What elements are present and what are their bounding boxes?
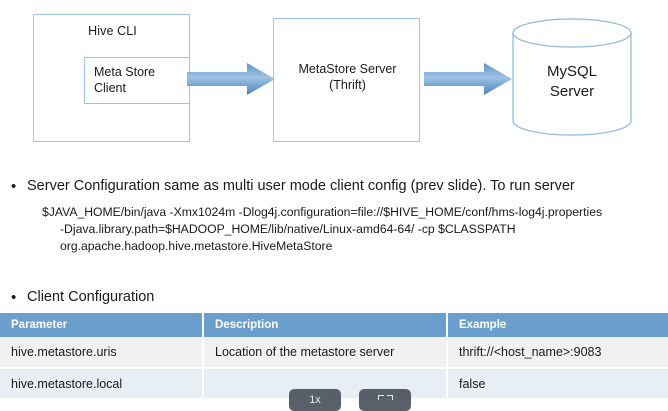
bullet-glyph-icon: • — [11, 178, 17, 195]
meta-store-client-box: Meta Store Client — [84, 57, 190, 104]
playback-speed-label: 1x — [309, 394, 321, 406]
code-line-1: $JAVA_HOME/bin/java -Xmx1024m -Dlog4j.co… — [42, 205, 603, 219]
arrow-right-icon-2 — [424, 63, 512, 95]
playback-speed-button[interactable]: 1x — [289, 389, 341, 411]
cell-description: Location of the metastore server — [203, 337, 448, 369]
column-header-description: Description — [203, 313, 448, 337]
mysql-database-cylinder-icon — [512, 18, 632, 136]
metastore-server-label: MetaStore Server (Thrift) — [274, 61, 421, 93]
column-header-parameter: Parameter — [0, 313, 204, 337]
fullscreen-button[interactable] — [359, 389, 411, 411]
arrow-right-icon-1 — [187, 63, 275, 95]
client-configuration-table: Parameter Description Example hive.metas… — [0, 313, 668, 400]
metastore-server-line1: MetaStore Server — [298, 62, 397, 76]
video-player-controls[interactable]: 1x — [289, 389, 411, 411]
mysql-line1: MySQL — [546, 63, 597, 80]
metastore-server-box: MetaStore Server (Thrift) — [273, 18, 420, 142]
architecture-diagram: Hive CLI Meta Store Client MetaStore Ser… — [0, 0, 668, 158]
meta-store-client-label: Meta Store Client — [94, 65, 156, 95]
mysql-server-label: MySQL Server — [512, 62, 632, 102]
code-line-2: -Djava.library.path=$HADOOP_HOME/lib/nat… — [60, 222, 516, 236]
cell-example: false — [447, 368, 668, 400]
cell-parameter: hive.metastore.local — [0, 368, 204, 400]
server-command-code-block: $JAVA_HOME/bin/java -Xmx1024m -Dlog4j.co… — [42, 204, 668, 255]
table-row: hive.metastore.uris Location of the meta… — [0, 337, 668, 369]
mysql-line2: Server — [549, 83, 595, 100]
hive-cli-label: Hive CLI — [88, 24, 137, 38]
code-line-3: org.apache.hadoop.hive.metastore.HiveMet… — [60, 239, 333, 253]
server-configuration-text: Server Configuration same as multi user … — [27, 178, 575, 194]
table-header-row: Parameter Description Example — [0, 313, 668, 337]
fullscreen-icon — [377, 394, 393, 406]
cell-example: thrift://<host_name>:9083 — [447, 337, 668, 369]
bullet-glyph-icon: • — [11, 289, 17, 306]
bullet-server-configuration: • Server Configuration same as multi use… — [0, 177, 668, 196]
cell-parameter: hive.metastore.uris — [0, 337, 204, 369]
metastore-server-line2: (Thrift) — [329, 78, 366, 92]
column-header-example: Example — [447, 313, 668, 337]
bullet-client-configuration: • Client Configuration — [0, 288, 668, 307]
client-configuration-text: Client Configuration — [27, 289, 155, 305]
